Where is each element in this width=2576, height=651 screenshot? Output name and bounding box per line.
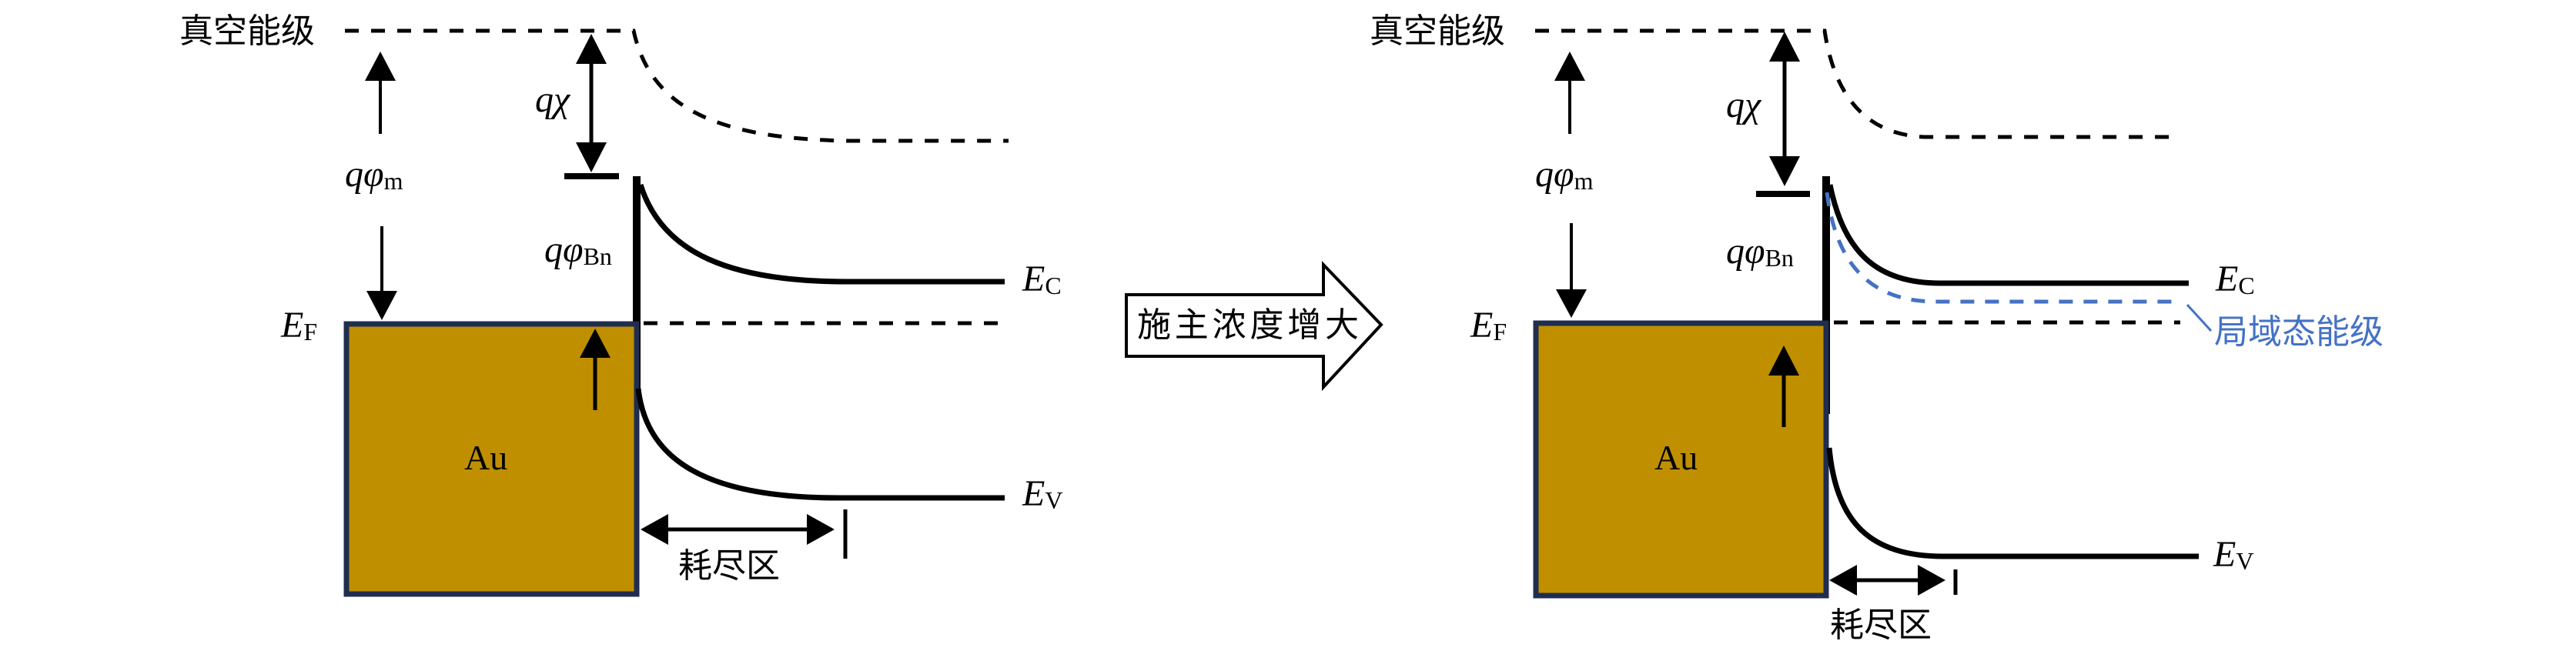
arrow-down-icon	[1769, 156, 1800, 186]
localized-state-label: 局域态能级	[2214, 312, 2384, 352]
conduction-band-subscript: C	[1045, 272, 1061, 299]
depletion-width-arrow	[1829, 565, 1958, 596]
fermi-level-subscript: F	[1493, 318, 1507, 346]
work-function-symbol: qφ	[345, 154, 384, 195]
conduction-band-label: EC	[1022, 259, 1062, 299]
depletion-width-arrow	[641, 509, 848, 559]
vacuum-level-label: 真空能级	[1370, 12, 1505, 51]
left-panel: 真空能级 qφm qχ EC qφBn EF Au	[179, 12, 1062, 597]
conduction-band-subscript: C	[2238, 272, 2254, 299]
transition-arrow: 施主浓度增大	[1125, 261, 1383, 392]
work-function-subscript: m	[1574, 167, 1594, 195]
barrier-height-subscript: Bn	[1765, 244, 1794, 272]
interface-barrier-line	[1822, 176, 1830, 414]
arrow-up-icon	[580, 329, 611, 358]
conduction-band-edge-marker	[1756, 191, 1810, 197]
fermi-level-symbol: E	[1470, 305, 1493, 346]
arrow-up-icon	[576, 34, 607, 64]
conduction-band-curve	[637, 183, 1005, 285]
electron-affinity-symbol: qχ	[1726, 85, 1762, 125]
arrow-down-icon	[366, 291, 397, 320]
vacuum-level-line	[1535, 28, 2174, 139]
barrier-height-symbol: qφ	[1726, 231, 1765, 272]
work-function-symbol: qφ	[1535, 154, 1574, 195]
interface-barrier-line	[633, 176, 641, 393]
electron-affinity-symbol: qχ	[535, 79, 571, 120]
electron-affinity-label: qχ	[1726, 85, 1762, 125]
depletion-region-label: 耗尽区	[678, 546, 780, 586]
barrier-arrow	[1768, 346, 1799, 427]
valence-band-symbol: E	[1022, 473, 1045, 514]
valence-band-label: EV	[1022, 473, 1062, 514]
conduction-band-symbol: E	[1022, 259, 1045, 299]
work-function-label: qφm	[345, 154, 403, 195]
metal-label: Au	[464, 438, 507, 477]
electron-affinity-arrow	[576, 34, 607, 172]
vacuum-level-label: 真空能级	[179, 12, 315, 51]
arrow-up-icon	[1554, 52, 1585, 81]
barrier-arrow	[580, 329, 611, 410]
arrow-left-icon	[1829, 565, 1857, 596]
localized-state-curve	[1825, 192, 2174, 304]
metal-label: Au	[1654, 438, 1698, 477]
work-function-arrow	[1554, 52, 1587, 318]
electron-affinity-label: qχ	[535, 79, 571, 120]
localized-state-leader-line	[2186, 303, 2213, 332]
electron-affinity-arrow	[1769, 32, 1800, 186]
valence-band-subscript: V	[1045, 486, 1062, 514]
arrow-up-icon	[1769, 32, 1800, 62]
barrier-height-symbol: qφ	[544, 229, 584, 270]
arrow-up-icon	[365, 52, 396, 81]
arrow-right-icon	[807, 514, 835, 545]
work-function-arrow	[365, 52, 397, 320]
valence-band-subscript: V	[2236, 547, 2253, 575]
valence-band-symbol: E	[2213, 534, 2236, 575]
conduction-band-symbol: E	[2215, 259, 2238, 299]
metal-block	[343, 321, 640, 597]
conduction-band-edge-marker	[564, 173, 619, 179]
fermi-level-symbol: E	[280, 305, 303, 346]
block-arrow-right-icon	[1125, 261, 1383, 392]
right-panel: 真空能级 qφm qχ EC 局域态能级 qφBn EF A	[1370, 12, 2384, 645]
barrier-height-subscript: Bn	[584, 242, 612, 270]
arrow-down-icon	[576, 142, 607, 172]
arrow-down-icon	[1556, 289, 1587, 318]
fermi-level-subscript: F	[303, 318, 317, 346]
conduction-band-label: EC	[2215, 259, 2255, 299]
vacuum-level-line	[345, 28, 1009, 143]
valence-band-curve	[635, 388, 1005, 501]
fermi-level-label: EF	[1470, 305, 1507, 346]
arrow-left-icon	[641, 514, 668, 545]
valence-band-label: EV	[2213, 534, 2253, 575]
work-function-subscript: m	[384, 167, 403, 195]
arrow-up-icon	[1768, 346, 1799, 376]
barrier-height-label: qφBn	[1726, 231, 1794, 272]
conduction-band-curve	[1827, 184, 2189, 286]
work-function-label: qφm	[1535, 154, 1594, 195]
fermi-level-label: EF	[280, 305, 317, 346]
depletion-region-label: 耗尽区	[1830, 606, 1932, 645]
arrow-right-icon	[1918, 565, 1945, 596]
valence-band-curve	[1826, 447, 2199, 559]
barrier-height-label: qφBn	[544, 229, 612, 270]
